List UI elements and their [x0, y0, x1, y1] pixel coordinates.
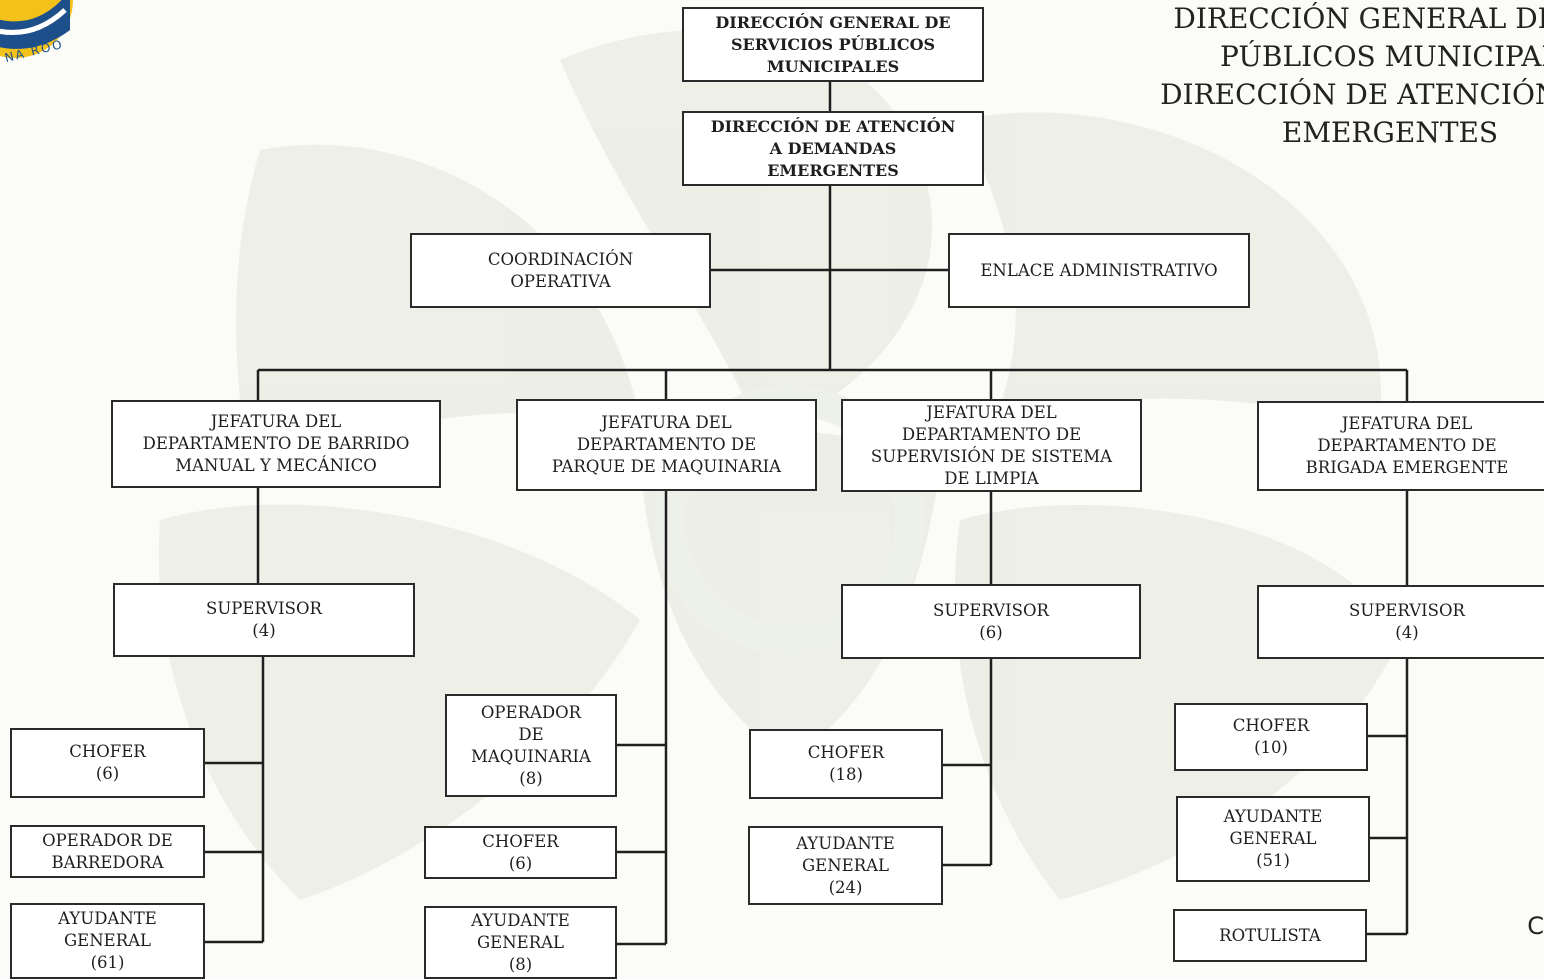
node-enlace-administrativo: ENLACE ADMINISTRATIVO: [948, 233, 1250, 308]
node-label: JEFATURA DEL DEPARTAMENTO DE PARQUE DE M…: [551, 413, 782, 476]
node-supervisor-barrido: SUPERVISOR (4): [113, 583, 415, 657]
node-operador-barredora: OPERADOR DE BARREDORA: [10, 825, 205, 878]
node-jefatura-brigada: JEFATURA DEL DEPARTAMENTO DE BRIGADA EME…: [1257, 401, 1544, 491]
node-label: COORDINACIÓN OPERATIVA: [487, 249, 634, 291]
node-chofer-barrido: CHOFER (6): [10, 728, 205, 798]
node-label: DIRECCIÓN GENERAL DE SERVICIOS PÚBLICOS …: [715, 12, 951, 76]
node-label: AYUDANTE GENERAL (51): [1223, 807, 1323, 870]
node-jefatura-limpia: JEFATURA DEL DEPARTAMENTO DE SUPERVISIÓN…: [841, 399, 1142, 492]
node-ayudante-maquinaria: AYUDANTE GENERAL (8): [424, 906, 617, 979]
node-ayudante-barrido: AYUDANTE GENERAL (61): [10, 903, 205, 979]
node-direccion-general: DIRECCIÓN GENERAL DE SERVICIOS PÚBLICOS …: [682, 7, 984, 82]
municipal-logo: [0, 0, 73, 58]
node-jefatura-barrido: JEFATURA DEL DEPARTAMENTO DE BARRIDO MAN…: [111, 400, 441, 488]
node-rotulista: ROTULISTA: [1173, 909, 1367, 962]
node-label: SUPERVISOR (6): [933, 600, 1049, 642]
node-chofer-brigada: CHOFER (10): [1174, 703, 1368, 771]
node-label: CHOFER (6): [482, 831, 559, 873]
node-label: ROTULISTA: [1219, 925, 1321, 945]
node-label: CHOFER (10): [1232, 716, 1310, 757]
node-operador-maquinaria: OPERADOR DE MAQUINARIA (8): [445, 694, 617, 797]
node-label: SUPERVISOR (4): [1349, 601, 1465, 642]
edge-mark: C: [1527, 912, 1544, 940]
node-label: DIRECCIÓN DE ATENCIÓN A DEMANDAS EMERGEN…: [710, 116, 956, 180]
page-title: DIRECCIÓN GENERAL DE SE PÚBLICOS MUNICIP…: [1160, 2, 1544, 149]
node-chofer-maquinaria: CHOFER (6): [424, 826, 617, 879]
node-label: JEFATURA DEL DEPARTAMENTO DE BRIGADA EME…: [1305, 414, 1509, 477]
node-label: SUPERVISOR (4): [206, 599, 322, 640]
node-ayudante-brigada: AYUDANTE GENERAL (51): [1176, 796, 1370, 882]
node-label: JEFATURA DEL DEPARTAMENTO DE BARRIDO MAN…: [142, 412, 410, 475]
node-label: AYUDANTE GENERAL (24): [796, 833, 895, 897]
node-label: CHOFER (18): [807, 743, 885, 784]
node-coordinacion-operativa: COORDINACIÓN OPERATIVA: [410, 233, 711, 308]
node-label: OPERADOR DE MAQUINARIA (8): [471, 702, 591, 788]
node-jefatura-maquinaria: JEFATURA DEL DEPARTAMENTO DE PARQUE DE M…: [516, 399, 817, 491]
node-label: OPERADOR DE BARREDORA: [42, 830, 173, 872]
node-label: ENLACE ADMINISTRATIVO: [980, 260, 1218, 280]
node-supervisor-brigada: SUPERVISOR (4): [1257, 585, 1544, 659]
node-label: AYUDANTE GENERAL (8): [471, 910, 570, 974]
node-label: CHOFER (6): [69, 742, 146, 783]
node-chofer-limpia: CHOFER (18): [749, 729, 943, 799]
node-label: JEFATURA DEL DEPARTAMENTO DE SUPERVISIÓN…: [870, 402, 1113, 488]
node-supervisor-limpia: SUPERVISOR (6): [841, 584, 1141, 659]
node-ayudante-limpia: AYUDANTE GENERAL (24): [748, 826, 943, 905]
node-direccion-atencion: DIRECCIÓN DE ATENCIÓN A DEMANDAS EMERGEN…: [682, 111, 984, 186]
node-label: AYUDANTE GENERAL (61): [58, 909, 157, 972]
